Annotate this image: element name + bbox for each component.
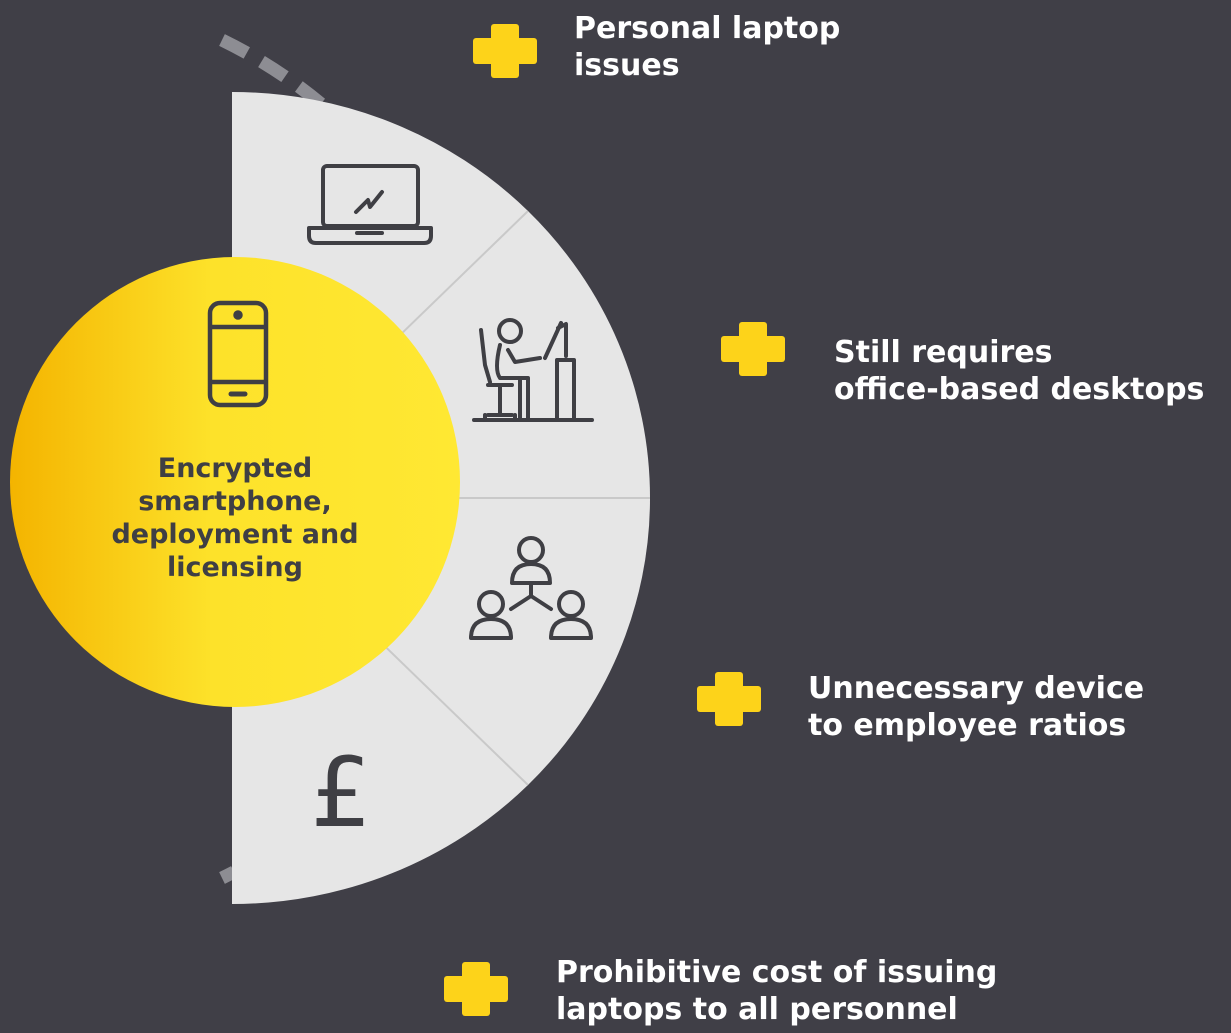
center-circle	[10, 257, 460, 707]
center-label: Encrypted smartphone, deployment and lic…	[111, 453, 359, 583]
plus-icon	[721, 322, 785, 376]
laptop-icon	[307, 164, 433, 245]
team-hierarchy-icon	[469, 536, 593, 640]
item-office-desktops: Still requires office-based desktops	[834, 335, 1205, 407]
item-prohibitive-cost: Prohibitive cost of issuing laptops to a…	[556, 955, 998, 1027]
item-device-ratios: Unnecessary device to employee ratios	[808, 671, 1145, 743]
plus-icon	[473, 24, 537, 78]
plus-icon	[444, 962, 508, 1016]
pound-icon: £	[310, 737, 371, 849]
smartphone-icon	[207, 300, 269, 408]
office-worker-icon	[472, 318, 594, 422]
plus-icon	[697, 672, 761, 726]
item-personal-laptop: Personal laptop issues	[574, 11, 841, 83]
